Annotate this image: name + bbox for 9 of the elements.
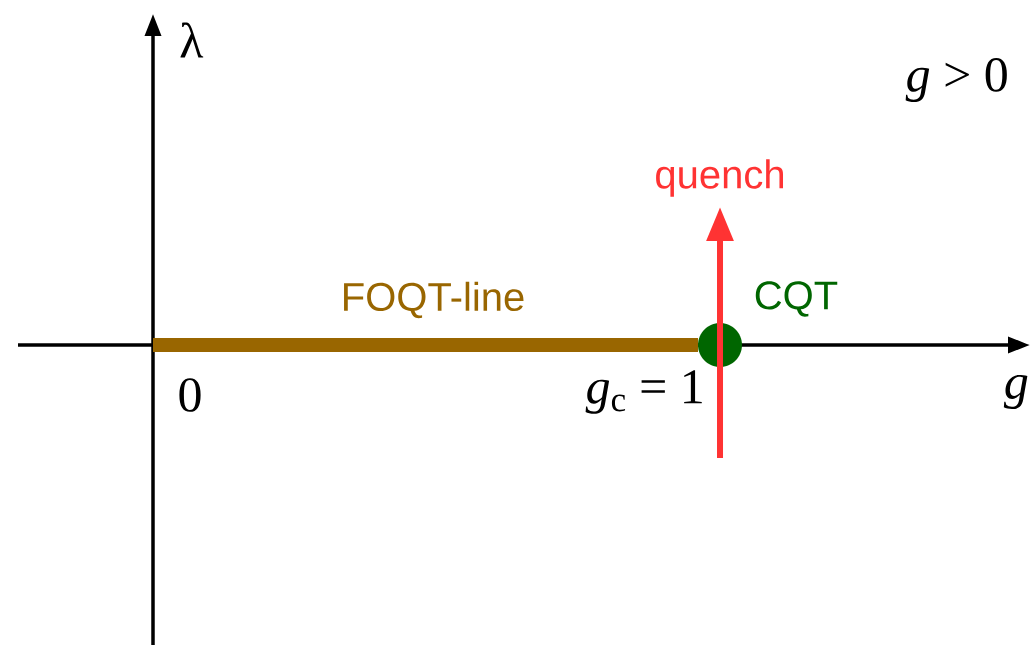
- axis-label: g: [1003, 374, 1028, 410]
- line-label: FOQT-line: [344, 281, 524, 319]
- axis-label: λ: [180, 22, 204, 58]
- arrow-label: quench: [656, 159, 783, 197]
- condition-label: g > 0: [905, 58, 1007, 102]
- point-label: CQT: [755, 281, 838, 317]
- tick-label: g$_{c}$ = 1: [585, 370, 702, 414]
- critical-point-dot: [698, 323, 742, 367]
- tick-label: 0: [179, 378, 201, 412]
